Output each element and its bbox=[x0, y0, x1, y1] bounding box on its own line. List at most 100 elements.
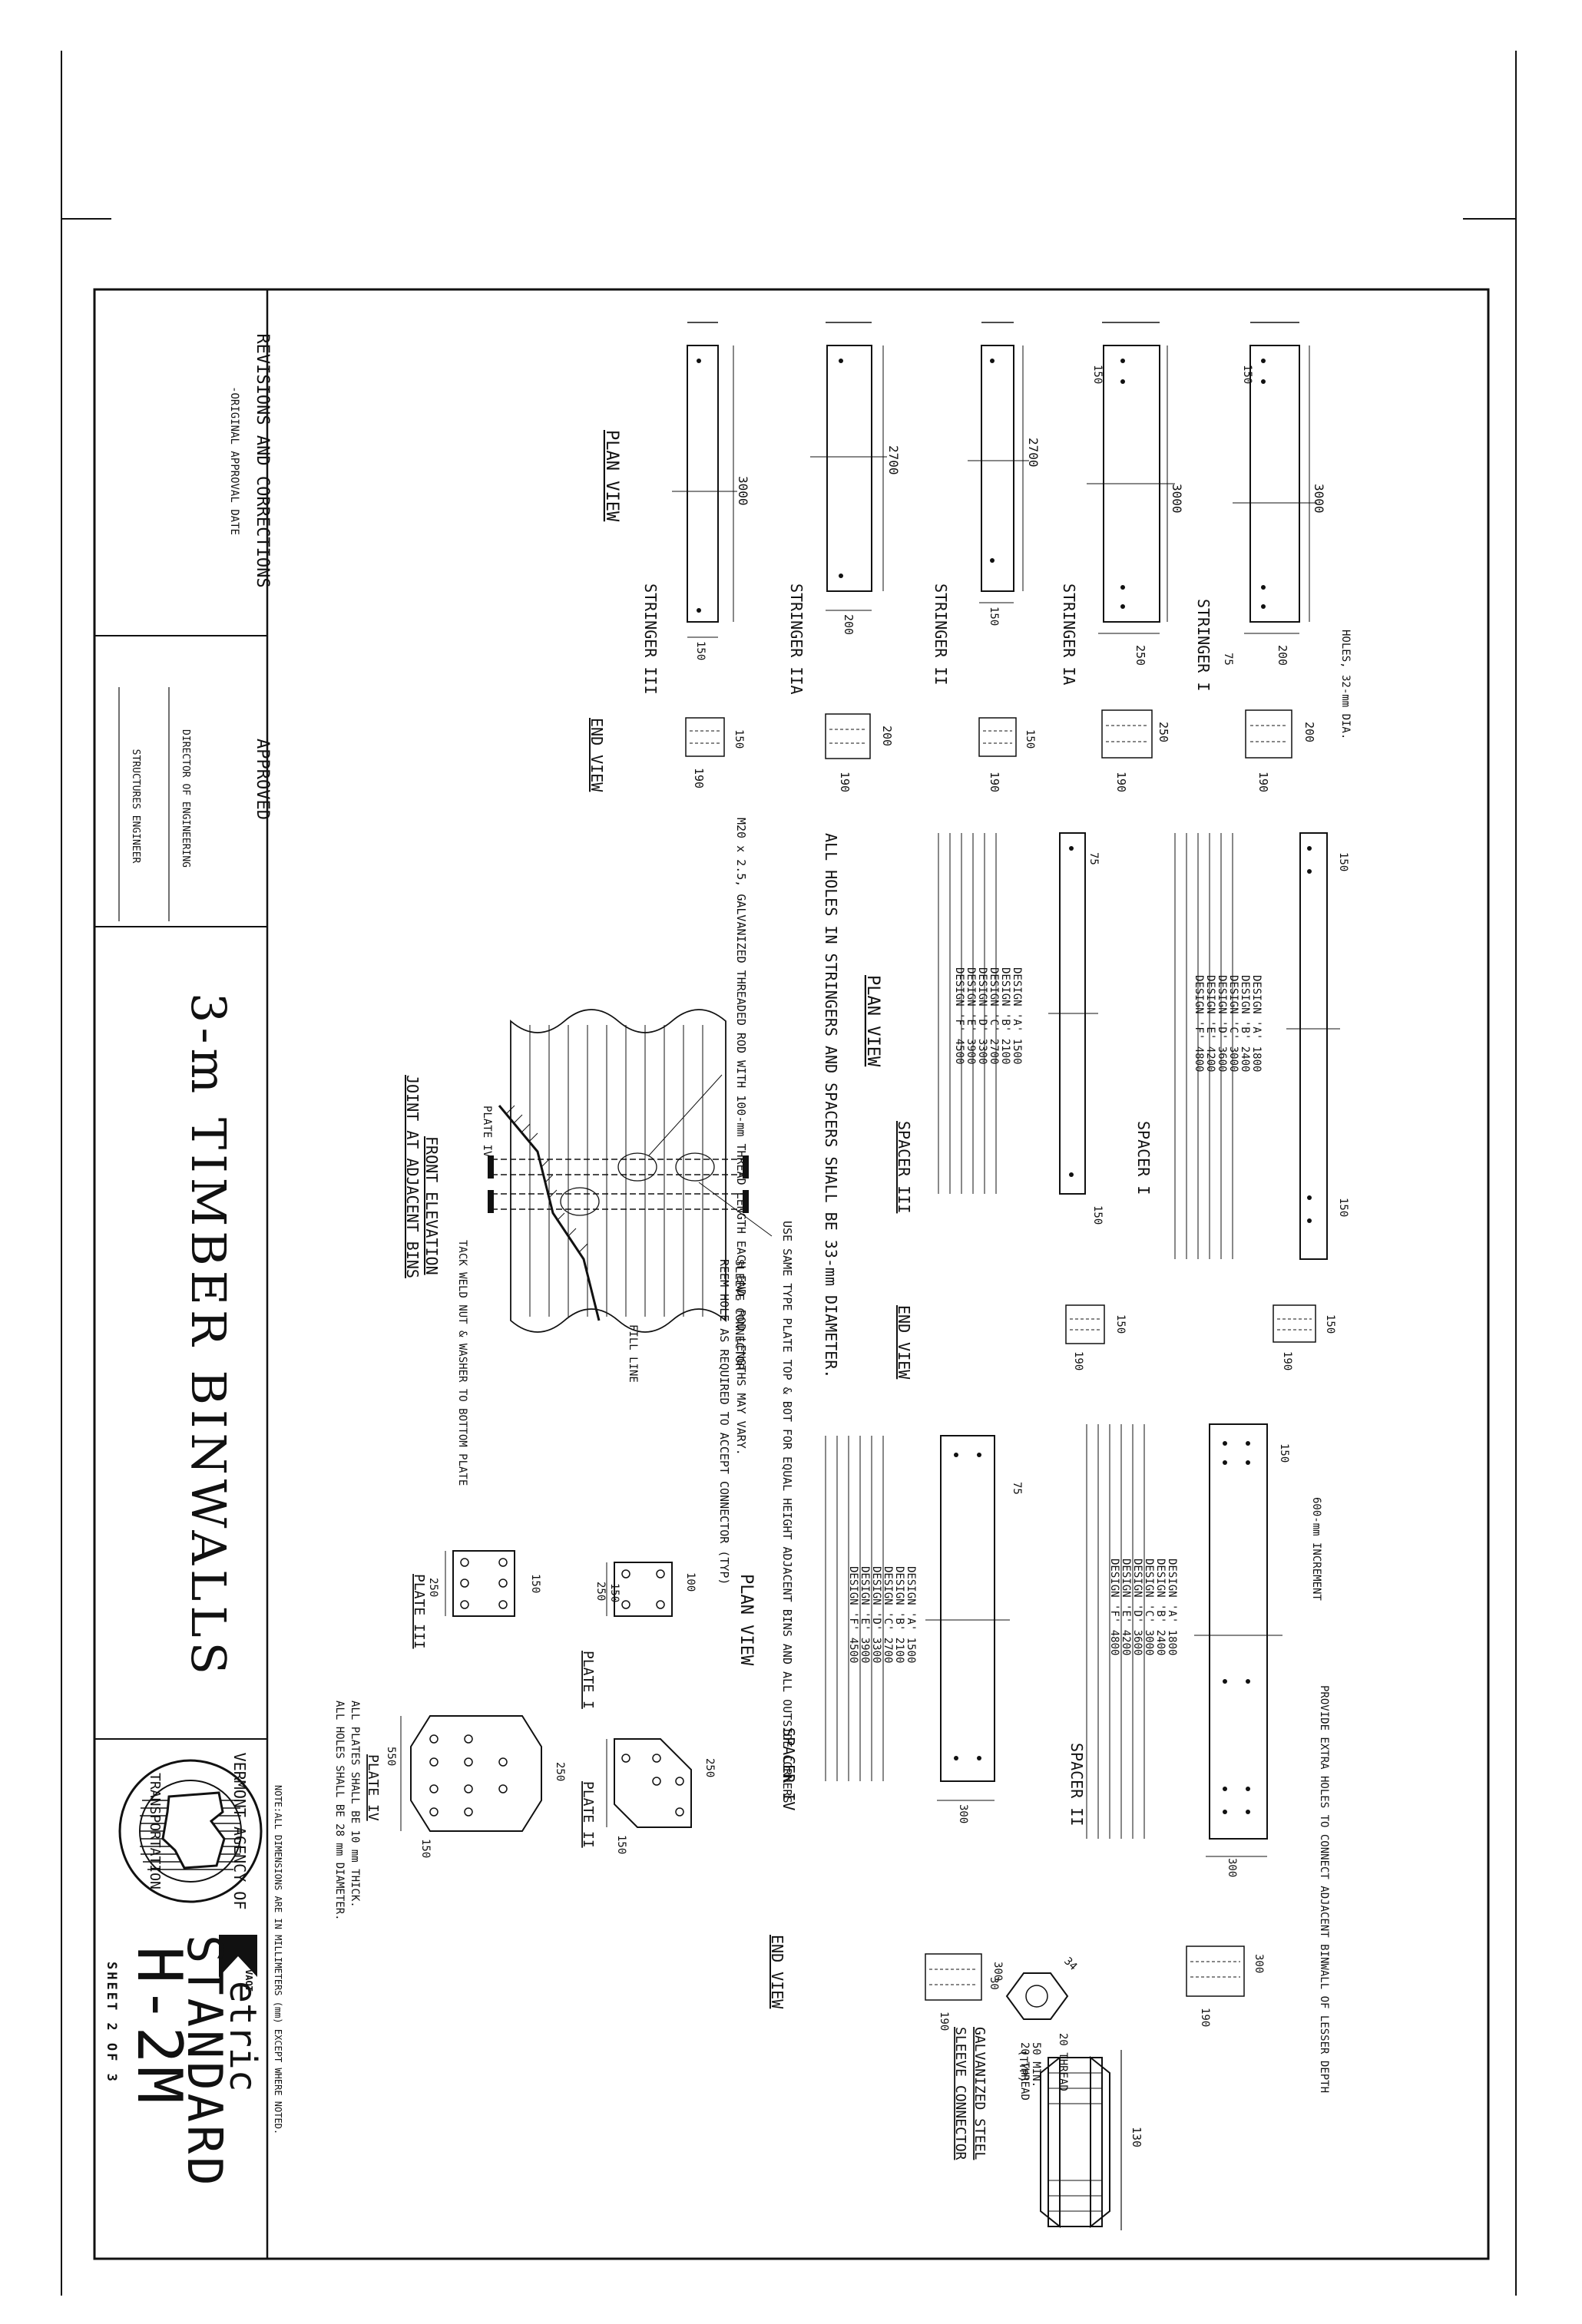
sleeve-typ: (TYP) bbox=[1017, 2050, 1029, 2082]
sleeve-length: 130 bbox=[1130, 2127, 1143, 2147]
agency-top-text: VERMONT AGENCY OF bbox=[230, 1753, 249, 1910]
spacer-iv-end-view-label: END VIEW bbox=[768, 1935, 786, 2009]
spacer-iv-end-w: 190 bbox=[938, 2012, 950, 2031]
plate-i-dim-150: 150 bbox=[608, 1583, 621, 1602]
plates-note-2: ALL HOLES SHALL BE 28 mm DIAMETER. bbox=[333, 1701, 346, 1921]
spacer-i-end-w: 190 bbox=[1281, 1351, 1293, 1370]
spacer-iii-design-b: DESIGN 'B' 2100 bbox=[999, 967, 1011, 1064]
plate-iii-label: PLATE III bbox=[411, 1574, 427, 1649]
stringer-iia-label: STRINGER IIA bbox=[787, 583, 806, 695]
plates-section: PLAN VIEW 250 150 100 PLATE I 250 150 PL… bbox=[333, 1550, 756, 1921]
sheet-number: SHEET 2 OF 3 bbox=[104, 1962, 119, 2084]
spacer-iv-design-b: DESIGN 'B' 2100 bbox=[893, 1566, 905, 1663]
spacer-i-end-h: 150 bbox=[1324, 1314, 1336, 1334]
spacer-iv-dim-2: 300 bbox=[957, 1804, 969, 1823]
spacer-ii-dim-1: 150 bbox=[1278, 1443, 1290, 1463]
stringer-i-length: 3000 bbox=[1312, 484, 1326, 514]
stringer-ia-label: STRINGER IA bbox=[1060, 583, 1078, 685]
sleeve-hex-width: 30 bbox=[988, 1977, 1000, 1990]
plate-iv-dim-550: 550 bbox=[385, 1747, 397, 1766]
stringer-iia-length: 2700 bbox=[886, 445, 901, 475]
spacer-iv-design-f: DESIGN 'F' 4500 bbox=[847, 1566, 859, 1663]
plate-iii: 250 150 PLATE III bbox=[411, 1550, 541, 1649]
plate-iii-dim-250: 250 bbox=[427, 1578, 439, 1597]
plate-iii-dim-150: 150 bbox=[529, 1574, 541, 1593]
stringer-plan-view-label: PLAN VIEW bbox=[602, 430, 621, 522]
spacer-i-design-d: DESIGN 'D' 3600 bbox=[1216, 975, 1228, 1072]
metric-logo: VAOT etric STANDARD H-2M SHEET 2 OF 3 bbox=[104, 1935, 264, 2189]
spacer-ii-increment: 600-mm INCREMENT bbox=[1310, 1497, 1322, 1601]
drawing-frame bbox=[93, 288, 1490, 2260]
sleeve-connector: 130 20 THREAD 50 MIN. (TYP) 34 30 20 THR… bbox=[952, 1955, 1143, 2230]
sleeve-min: 50 MIN. bbox=[1030, 2042, 1042, 2088]
spacer-iii-end-h: 150 bbox=[1114, 1314, 1127, 1334]
plates-note-1: ALL PLATES SHALL BE 10 mm THICK. bbox=[349, 1701, 361, 1908]
joint-plate-iv-label: PLATE IV bbox=[481, 1106, 493, 1158]
spacer-ii-dim-2: 300 bbox=[1226, 1858, 1238, 1877]
spacer-iii-end-w: 190 bbox=[1072, 1351, 1084, 1370]
holes-note: ALL HOLES IN STRINGERS AND SPACERS SHALL… bbox=[822, 833, 840, 1378]
spacer-iii-designs: DESIGN 'A' 1500 DESIGN 'B' 2100 DESIGN '… bbox=[953, 967, 1023, 1064]
stringer-ia-length: 3000 bbox=[1170, 484, 1184, 514]
spacer-iv-label: SPACER IV bbox=[779, 1727, 798, 1810]
plate-ii-dim-150: 150 bbox=[615, 1835, 627, 1854]
plate-i-label: PLATE I bbox=[580, 1651, 596, 1709]
spacer-ii-design-e: DESIGN 'E' 4200 bbox=[1120, 1559, 1132, 1655]
spacer-ii-design-c: DESIGN 'C' 3000 bbox=[1143, 1559, 1155, 1655]
spacer-iv-designs: DESIGN 'A' 1500 DESIGN 'B' 2100 DESIGN '… bbox=[847, 1566, 917, 1663]
director-label: DIRECTOR OF ENGINEERING bbox=[180, 729, 191, 868]
spacer-ii-section: DESIGN 'A' 1800 DESIGN 'B' 2400 DESIGN '… bbox=[1067, 1423, 1330, 2093]
spacer-iv-design-e: DESIGN 'E' 3900 bbox=[859, 1566, 871, 1663]
spacer-i-design-a: DESIGN 'A' 1800 bbox=[1250, 975, 1263, 1072]
structures-label: STRUCTURES ENGINEER bbox=[130, 749, 141, 864]
standard-code: H-2M bbox=[124, 1946, 195, 2107]
joint-detail: M20 x 2.5, GALVANIZED THREADED ROD WITH … bbox=[403, 818, 794, 1803]
stringer-iia: 2700 200 STRINGER IIA 200 190 bbox=[787, 322, 901, 792]
title-block: REVISIONS AND CORRECTIONS -ORIGINAL APPR… bbox=[104, 333, 283, 2188]
reem-note: REEM HOLE AS REQUIRED TO ACCEPT CONNECTO… bbox=[717, 1259, 731, 1585]
spacer-ii-design-d: DESIGN 'D' 3600 bbox=[1131, 1559, 1143, 1655]
spacer-iv-section: DESIGN 'A' 1500 DESIGN 'B' 2100 DESIGN '… bbox=[768, 1435, 1023, 2031]
stringer-ii-label: STRINGER II bbox=[932, 583, 950, 685]
sleeve-subtitle: SLEEVE CONNECTOR bbox=[952, 2027, 968, 2160]
stringer-iia-end-h: 200 bbox=[880, 726, 894, 746]
stringer-iii-label: STRINGER III bbox=[641, 583, 660, 695]
stringer-i-spacing: 150 bbox=[1241, 365, 1253, 384]
spacer-iv-design-d: DESIGN 'D' 3300 bbox=[870, 1566, 882, 1663]
spacer-i-label: SPACER I bbox=[1134, 1121, 1153, 1195]
spacer-i-design-b: DESIGN 'B' 2400 bbox=[1239, 975, 1251, 1072]
stringer-iia-end-w: 190 bbox=[838, 772, 852, 792]
spacer-i-iii-section: DESIGN 'A' 1800 DESIGN 'B' 2400 DESIGN '… bbox=[822, 832, 1349, 1380]
stringer-ii-end-w: 190 bbox=[988, 772, 1001, 792]
spacer-ii-end-w: 190 bbox=[1199, 2008, 1211, 2027]
spacer-ii-extra-holes: PROVIDE EXTRA HOLES TO CONNECT ADJACENT … bbox=[1318, 1685, 1330, 2093]
plates-plan-view-label: PLAN VIEW bbox=[736, 1574, 756, 1666]
vaot-text: VAOT bbox=[243, 1969, 254, 1992]
spacer-i-designs: DESIGN 'A' 1800 DESIGN 'B' 2400 DESIGN '… bbox=[1193, 975, 1263, 1072]
revisions-label: REVISIONS AND CORRECTIONS bbox=[253, 333, 272, 587]
sleeve-note: SLEEVE CONNECTOR bbox=[733, 1259, 746, 1370]
stringer-ia-end-w: 190 bbox=[1114, 772, 1128, 792]
plate-i: 250 150 100 PLATE I bbox=[580, 1562, 697, 1709]
stringer-ia-width: 250 bbox=[1134, 645, 1147, 666]
spacer-ii-end-h: 300 bbox=[1253, 1954, 1265, 1973]
front-elevation-label: FRONT ELEVATION bbox=[422, 1136, 441, 1275]
spacer-end-view-label: END VIEW bbox=[895, 1305, 913, 1380]
spacer-ii-design-b: DESIGN 'B' 2400 bbox=[1154, 1559, 1167, 1655]
stringer-i: 3000 150 200 HOLES, 32-mm DIA. STRINGER … bbox=[1194, 322, 1352, 792]
spacer-iv-design-c: DESIGN 'C' 2700 bbox=[882, 1566, 894, 1663]
plate-iv-dim-150: 150 bbox=[419, 1839, 432, 1858]
tack-weld-note: TACK WELD NUT & WASHER TO BOTTOM PLATE bbox=[456, 1240, 468, 1486]
stringer-end-view-label: END VIEW bbox=[587, 718, 606, 792]
spacer-ii-label: SPACER II bbox=[1067, 1743, 1086, 1826]
stringer-i-label: STRINGER I bbox=[1194, 599, 1213, 691]
spacer-iii-dim-2: 150 bbox=[1091, 1205, 1104, 1225]
stringer-i-width: 200 bbox=[1276, 645, 1289, 666]
spacer-plan-view-label: PLAN VIEW bbox=[863, 975, 882, 1067]
fill-line-label: FILL LINE bbox=[627, 1324, 639, 1383]
sleeve-title: GALVANIZED STEEL bbox=[971, 2027, 988, 2160]
stringer-iia-width: 200 bbox=[842, 614, 856, 635]
plate-iv-label: PLATE IV bbox=[365, 1754, 381, 1821]
trim-marks bbox=[61, 51, 1517, 2296]
